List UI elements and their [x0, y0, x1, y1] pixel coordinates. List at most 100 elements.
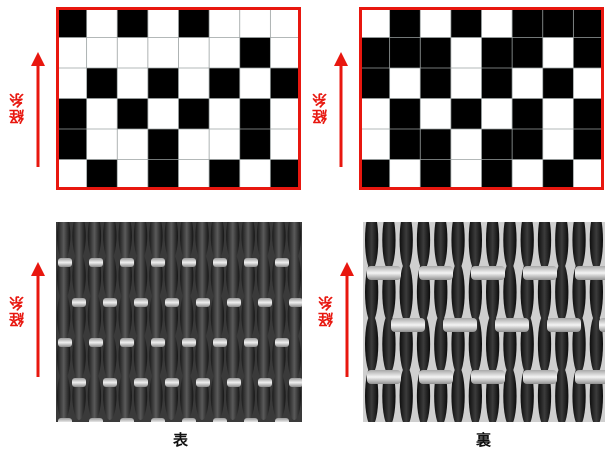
weave-cell	[270, 68, 301, 99]
weave-cell	[451, 38, 482, 69]
weave-cell	[359, 99, 390, 130]
weave-cell	[270, 38, 301, 69]
weave-cell	[87, 38, 118, 69]
weave-cell	[209, 129, 240, 160]
weave-cell	[240, 129, 271, 160]
front-fabric-texture	[56, 222, 302, 422]
weave-cell	[117, 160, 148, 191]
back-fabric-photo	[363, 222, 605, 422]
weave-cell	[390, 99, 421, 130]
weave-cell	[573, 160, 604, 191]
warp-label-top-right: 経糸	[309, 92, 330, 124]
weave-cell	[451, 99, 482, 130]
weave-cell	[117, 99, 148, 130]
weave-cell	[543, 129, 574, 160]
weave-cell	[543, 68, 574, 99]
weave-cell	[512, 38, 543, 69]
caption-back: 裏	[476, 429, 491, 450]
weave-cell	[56, 68, 87, 99]
weave-cell	[179, 99, 210, 130]
weave-cell	[240, 99, 271, 130]
weave-cell	[148, 99, 179, 130]
weave-cell	[451, 129, 482, 160]
weave-cell	[117, 129, 148, 160]
weave-cell	[56, 99, 87, 130]
weave-cell	[359, 38, 390, 69]
weave-cell	[209, 7, 240, 38]
weave-cell	[87, 7, 118, 38]
back-fabric-texture	[363, 222, 605, 422]
weave-cell	[573, 38, 604, 69]
weave-cell	[148, 160, 179, 191]
weave-cell	[87, 129, 118, 160]
weave-cell	[390, 68, 421, 99]
weave-cell	[573, 7, 604, 38]
weave-cell	[482, 7, 513, 38]
weave-cell	[482, 129, 513, 160]
weave-cell	[56, 160, 87, 191]
weave-cell	[451, 7, 482, 38]
weave-cell	[179, 68, 210, 99]
weave-cell	[270, 7, 301, 38]
caption-front: 表	[173, 429, 188, 450]
weave-cell	[270, 99, 301, 130]
weave-cell	[512, 7, 543, 38]
weave-cell	[209, 38, 240, 69]
weave-cell	[482, 68, 513, 99]
weave-cell	[56, 38, 87, 69]
weave-cell	[420, 99, 451, 130]
weave-cell	[390, 129, 421, 160]
front-fabric-photo	[56, 222, 302, 422]
weave-cell	[148, 129, 179, 160]
weave-cell	[420, 38, 451, 69]
front-weave-grid	[56, 7, 301, 190]
weave-cell	[512, 99, 543, 130]
weave-cell	[543, 38, 574, 69]
weave-cell	[117, 68, 148, 99]
weave-cell	[451, 160, 482, 191]
weave-cell	[270, 160, 301, 191]
weave-cell	[148, 38, 179, 69]
weave-cell	[148, 7, 179, 38]
weave-cell	[420, 7, 451, 38]
weave-cell	[482, 160, 513, 191]
warp-arrow-top-left	[30, 52, 46, 167]
weave-cell	[179, 7, 210, 38]
weave-cell	[390, 7, 421, 38]
weave-cell	[451, 68, 482, 99]
weave-cell	[512, 68, 543, 99]
warp-arrow-bottom-right	[339, 262, 355, 377]
weave-cell	[179, 38, 210, 69]
weave-cell	[179, 160, 210, 191]
back-weave-diagram	[359, 7, 604, 190]
weave-cell	[56, 7, 87, 38]
weave-cell	[390, 160, 421, 191]
weave-cell	[209, 160, 240, 191]
warp-arrow-top-right	[333, 52, 349, 167]
weave-cell	[240, 38, 271, 69]
weave-cell	[573, 99, 604, 130]
weave-cell	[359, 129, 390, 160]
weave-cell	[543, 7, 574, 38]
weave-cell	[359, 160, 390, 191]
weave-cell	[573, 129, 604, 160]
weave-cell	[482, 99, 513, 130]
weave-cell	[209, 68, 240, 99]
weave-cell	[209, 99, 240, 130]
weave-cell	[512, 129, 543, 160]
weave-cell	[482, 38, 513, 69]
warp-arrow-bottom-left	[30, 262, 46, 377]
weave-cell	[512, 160, 543, 191]
warp-label-top-left: 経糸	[6, 92, 27, 124]
weave-cell	[420, 129, 451, 160]
weave-cell	[420, 68, 451, 99]
back-weave-grid	[359, 7, 604, 190]
weave-cell	[573, 68, 604, 99]
warp-label-bottom-right: 経糸	[315, 295, 336, 327]
warp-label-bottom-left: 経糸	[6, 295, 27, 327]
weave-cell	[87, 99, 118, 130]
weave-cell	[240, 68, 271, 99]
weave-cell	[56, 129, 87, 160]
weave-cell	[390, 38, 421, 69]
front-weave-diagram	[56, 7, 301, 190]
